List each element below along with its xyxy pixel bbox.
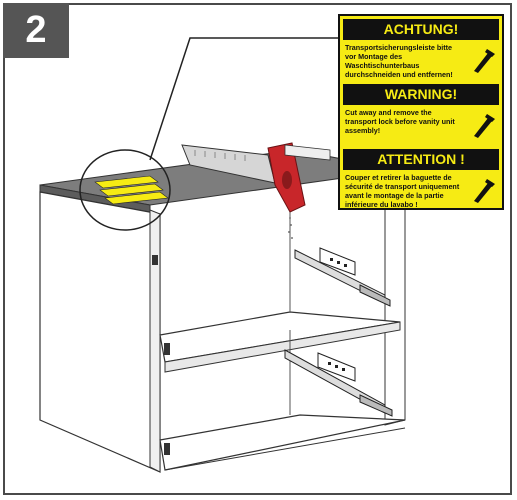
callout-leader-line bbox=[149, 37, 340, 161]
saw-icon bbox=[474, 179, 495, 203]
warning-section-de: Transportsicherungsleiste bitte vor Mont… bbox=[340, 40, 502, 81]
hinge-fitting bbox=[164, 343, 170, 355]
warning-heading-de: ACHTUNG! bbox=[343, 19, 499, 40]
warning-label: ACHTUNG! Transportsicherungsleiste bitte… bbox=[338, 14, 504, 210]
cabinet-bottom-board bbox=[159, 414, 406, 471]
saw-icon bbox=[474, 49, 495, 73]
step-number: 2 bbox=[3, 3, 69, 58]
cabinet-middle-shelf bbox=[159, 311, 401, 363]
warning-heading-fr: ATTENTION ! bbox=[343, 149, 499, 170]
warning-text-de: Transportsicherungsleiste bitte vor Mont… bbox=[345, 43, 453, 79]
warning-section-en: Cut away and remove the transport lock b… bbox=[340, 105, 502, 146]
transport-lock-label bbox=[94, 175, 169, 205]
drawer-runner-lower bbox=[284, 349, 393, 417]
saw-icon bbox=[181, 142, 306, 239]
warning-text-en: Cut away and remove the transport lock b… bbox=[345, 108, 455, 135]
drawer-runner-upper bbox=[294, 247, 391, 307]
hinge-fitting bbox=[164, 443, 170, 455]
warning-heading-en: WARNING! bbox=[343, 84, 499, 105]
zoom-circle bbox=[79, 149, 171, 231]
warning-text-fr: Couper et retirer la baguette de sécurit… bbox=[345, 173, 460, 209]
illustration-frame bbox=[3, 3, 512, 495]
saw-icon bbox=[474, 114, 495, 138]
cabinet-left-panel bbox=[39, 191, 161, 473]
warning-section-fr: Couper et retirer la baguette de sécurit… bbox=[340, 170, 502, 211]
